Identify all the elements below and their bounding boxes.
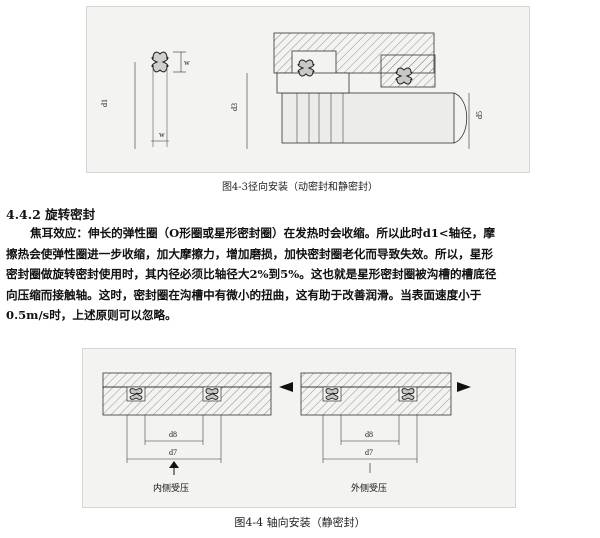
- paragraph-line: 焦耳效应：伸长的弹性圈（O形圈或星形密封圈）在发热时会收缩。所以此时d1<轴径，…: [30, 226, 495, 240]
- x-ring-installed-static: [395, 67, 413, 85]
- figure-axial-installation: d8 d7 内侧受压 d8 d7 外侧受压: [82, 348, 516, 508]
- figure-radial-installation: w w d1 d3 d5: [86, 6, 530, 173]
- shaft-section: [276, 72, 467, 144]
- left-assembly: d8 d7 内侧受压: [102, 372, 272, 494]
- figure-4-4-caption: 图4-4 轴向安装（静密封）: [234, 516, 366, 529]
- left-label-d7: d7: [169, 448, 177, 457]
- paragraph-line: 擦热会使弹性圈进一步收缩，加大摩擦力，增加磨损，加快密封圈老化而导致失效。所以，…: [6, 246, 493, 261]
- label-d3: d3: [230, 103, 239, 111]
- x-ring-installed-dynamic: [297, 59, 315, 77]
- label-w-top: w: [184, 58, 190, 67]
- x-ring-left-a: [129, 388, 143, 400]
- x-ring-right-b: [401, 388, 415, 400]
- label-w-bottom: w: [159, 130, 165, 139]
- x-ring-right-a: [325, 388, 339, 400]
- axial-installation-drawing: d8 d7 内侧受压 d8 d7 外侧受压: [102, 372, 471, 494]
- right-pressure-arrow-left: [279, 382, 293, 392]
- right-label-d8: d8: [365, 430, 373, 439]
- radial-installation-drawing: w w d1 d3 d5: [100, 32, 484, 149]
- paragraph-line: 0.5m/s时，上述原则可以忽略。: [6, 308, 177, 322]
- x-ring-left-b: [205, 388, 219, 400]
- x-ring-cross-section: [151, 51, 169, 73]
- paragraph-line: 密封圈做旋转密封使用时，其内径必须比轴径大2%到5%。这也就是星形密封圈被沟槽的…: [6, 267, 497, 281]
- left-label-d8: d8: [169, 430, 177, 439]
- right-assembly: d8 d7 外侧受压: [279, 372, 471, 494]
- right-pressure-arrow-right: [457, 382, 471, 392]
- label-d1: d1: [100, 99, 109, 107]
- left-pressure-label: 内侧受压: [153, 482, 189, 494]
- figure-4-3-caption: 图4-3径向安装（动密封和静密封）: [221, 182, 379, 193]
- paragraph-line: 向压缩而接触轴。这时，密封圈在沟槽中有微小的扭曲，这有助于改善润滑。当表面速度小…: [6, 287, 482, 302]
- right-label-d7: d7: [365, 448, 373, 457]
- right-pressure-label: 外侧受压: [351, 482, 387, 494]
- label-d5: d5: [475, 111, 484, 119]
- left-pressure-arrow: [169, 461, 179, 468]
- section-body: 焦耳效应：伸长的弹性圈（O形圈或星形密封圈）在发热时会收缩。所以此时d1<轴径，…: [6, 223, 596, 326]
- section-heading: 4.4.2 旋转密封: [6, 207, 96, 222]
